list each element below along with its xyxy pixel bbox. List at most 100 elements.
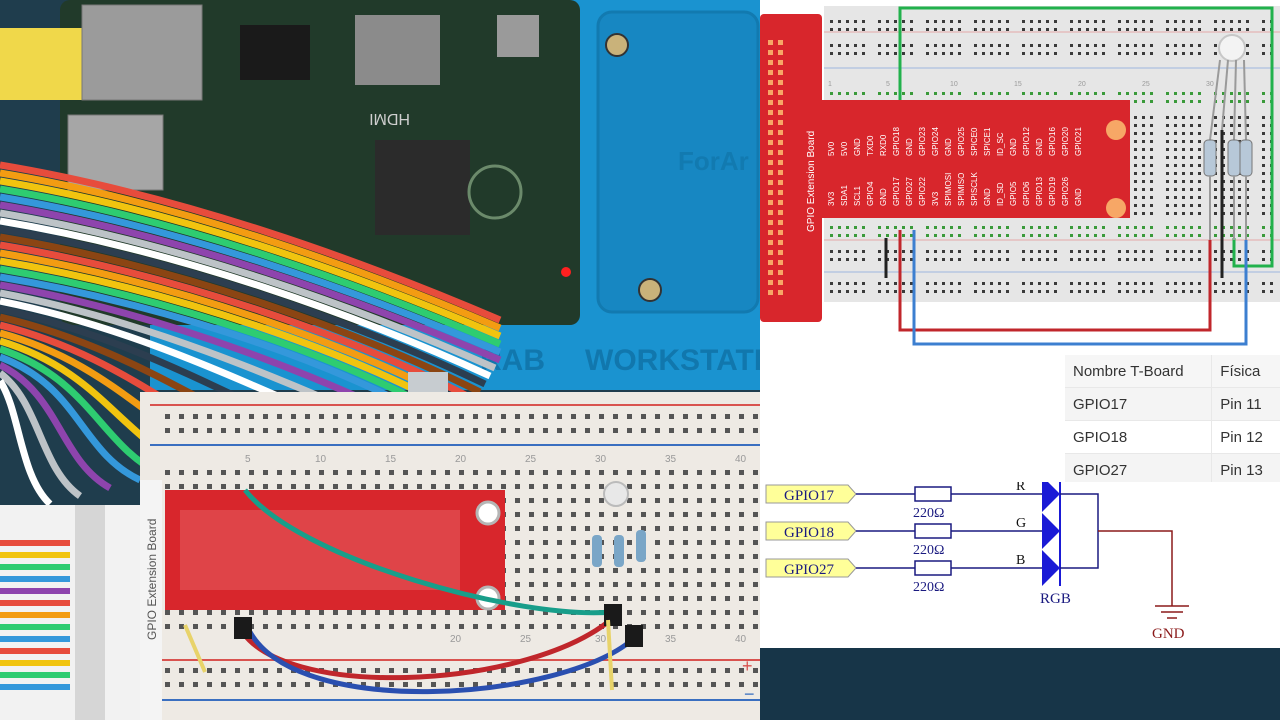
table-header-row: Nombre T-Board Física xyxy=(1065,355,1280,388)
diagram-resistor xyxy=(1227,139,1241,177)
diagram-hole xyxy=(1190,44,1193,47)
breadboard-hole xyxy=(305,610,310,615)
pin-label: TXD0 xyxy=(866,135,875,156)
strip-pin xyxy=(778,240,783,245)
strip-pin xyxy=(778,70,783,75)
breadboard-hole xyxy=(207,624,212,629)
breadboard-hole xyxy=(641,682,646,687)
breadboard-hole xyxy=(697,624,702,629)
diagram-hole xyxy=(1150,124,1153,127)
diagram-hole xyxy=(1142,204,1145,207)
diagram-hole xyxy=(1134,188,1137,191)
breadboard-hole xyxy=(753,668,758,673)
diagram-hole xyxy=(1246,28,1249,31)
diagram-hole xyxy=(1198,28,1201,31)
diagram-hole xyxy=(1150,258,1153,261)
diagram-hole xyxy=(862,20,865,23)
breadboard-hole xyxy=(459,470,464,475)
pin-label: GND xyxy=(1074,188,1083,206)
diagram-hole xyxy=(1174,290,1177,293)
diagram-hole xyxy=(990,20,993,23)
diagram-hole xyxy=(1102,28,1105,31)
diagram-hole xyxy=(1094,250,1097,253)
diagram-hole xyxy=(910,282,913,285)
breadboard-hole xyxy=(599,682,604,687)
strip-pin xyxy=(768,220,773,225)
breadboard-hole xyxy=(753,414,758,419)
pin-label: SCL1 xyxy=(853,185,862,206)
channel-label: B xyxy=(1016,553,1025,568)
table-header-cell: Nombre T-Board xyxy=(1065,355,1213,388)
diagram-hole xyxy=(1078,290,1081,293)
breadboard-hole xyxy=(165,610,170,615)
diagram-hole xyxy=(1054,282,1057,285)
breadboard-hole xyxy=(445,470,450,475)
breadboard-hole xyxy=(207,682,212,687)
breadboard-hole xyxy=(683,540,688,545)
diagram-hole xyxy=(1190,164,1193,167)
breadboard-hole xyxy=(333,624,338,629)
diagram-hole xyxy=(1230,290,1233,293)
breadboard-hole xyxy=(613,526,618,531)
strip-pin xyxy=(778,90,783,95)
breadboard-hole xyxy=(669,624,674,629)
breadboard-hole xyxy=(543,512,548,517)
pin-label: GPIO22 xyxy=(918,177,927,206)
breadboard-hole xyxy=(739,596,744,601)
diagram-hole xyxy=(1046,258,1049,261)
diagram-hole xyxy=(1030,28,1033,31)
strip-pin xyxy=(778,250,783,255)
diagram-hole xyxy=(958,250,961,253)
strip-pin xyxy=(768,60,773,65)
breadboard-hole xyxy=(529,428,534,433)
breadboard-hole xyxy=(613,470,618,475)
breadboard-hole xyxy=(263,428,268,433)
breadboard-hole xyxy=(179,610,184,615)
diagram-hole xyxy=(982,52,985,55)
diagram-hole xyxy=(1246,234,1249,237)
ground-wire xyxy=(1098,530,1173,606)
breadboard-hole xyxy=(291,414,296,419)
breadboard-hole xyxy=(669,470,674,475)
diagram-hole xyxy=(854,20,857,23)
breadboard-hole xyxy=(515,582,520,587)
breadboard-hole xyxy=(739,624,744,629)
breadboard-hole xyxy=(557,428,562,433)
diagram-hole xyxy=(1166,258,1169,261)
table-row: GPIO17 Pin 11 xyxy=(1065,387,1280,421)
diagram-hole xyxy=(1142,250,1145,253)
diagram-column-number: 25 xyxy=(1142,81,1150,88)
diagram-hole xyxy=(958,234,961,237)
mount-hole xyxy=(475,500,501,526)
diagram-hole xyxy=(1182,204,1185,207)
diagram-hole xyxy=(942,52,945,55)
diagram-hole xyxy=(1006,28,1009,31)
breadboard-hole xyxy=(585,470,590,475)
breadboard-hole xyxy=(613,624,618,629)
breadboard-hole xyxy=(403,428,408,433)
breadboard-hole xyxy=(207,484,212,489)
diagram-hole xyxy=(950,92,953,95)
breadboard-hole xyxy=(669,414,674,419)
breadboard-hole xyxy=(669,554,674,559)
diagram-hole xyxy=(1070,258,1073,261)
diagram-hole xyxy=(1006,234,1009,237)
diagram-hole xyxy=(1246,92,1249,95)
diagram-hole xyxy=(838,44,841,47)
diagram-hole xyxy=(1166,212,1169,215)
diagram-hole xyxy=(1134,156,1137,159)
breadboard-hole xyxy=(669,582,674,587)
diagram-hole xyxy=(1166,196,1169,199)
jumper-wire xyxy=(183,624,207,673)
breadboard-hole xyxy=(697,470,702,475)
breadboard-hole xyxy=(529,414,534,419)
diagram-hole xyxy=(1038,52,1041,55)
breadboard-hole xyxy=(403,682,408,687)
breadboard-hole xyxy=(179,624,184,629)
breadboard-hole xyxy=(711,428,716,433)
strip-pin xyxy=(778,290,783,295)
diagram-hole xyxy=(1262,196,1265,199)
diagram-hole xyxy=(1150,196,1153,199)
ruler-number: 30 xyxy=(595,634,607,645)
breadboard-hole xyxy=(557,624,562,629)
